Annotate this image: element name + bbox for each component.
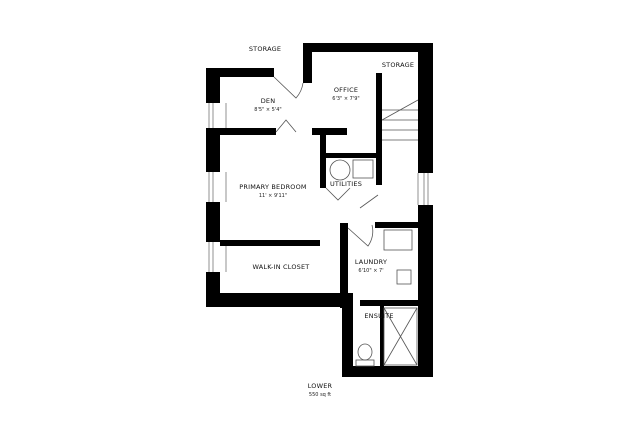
room-dims-den: 8'5" × 5'4": [254, 107, 282, 113]
fixtures: [273, 76, 419, 367]
door-swing-icon: [359, 194, 379, 209]
room-label-storage-outside: STORAGE: [248, 45, 282, 53]
door-swing-icon: [275, 119, 297, 133]
door-swing-icon: [347, 224, 374, 247]
stairs-icon: [381, 99, 419, 141]
room-dims-office: 6'3" × 7'9": [332, 96, 360, 102]
washer-icon: [383, 229, 413, 251]
door-swing-icon: [273, 76, 304, 99]
interior-walls: [206, 73, 418, 366]
floor-area: 550 sq ft: [308, 392, 332, 398]
floor-name: LOWER: [307, 382, 333, 390]
room-label-storage-right: STORAGE: [381, 61, 415, 69]
room-label-laundry: LAUNDRY: [354, 258, 388, 266]
water-heater-icon: [329, 159, 351, 181]
door-swing-icon: [325, 187, 351, 201]
sink-icon: [396, 269, 412, 285]
shower-icon: [383, 307, 418, 366]
room-label-office: OFFICE: [333, 86, 359, 94]
room-dims-laundry: 6'10" × 7': [358, 268, 384, 274]
room-dims-primary-bedroom: 11' × 9'11": [258, 193, 288, 199]
toilet-icon: [357, 343, 373, 361]
room-label-walk-in-closet: WALK-IN CLOSET: [252, 263, 310, 271]
room-label-ensuite: ENSUITE: [364, 312, 394, 320]
room-label-den: DEN: [260, 97, 276, 105]
room-label-utilities: UTILITIES: [329, 180, 363, 188]
windows: [208, 103, 429, 272]
room-label-primary-bedroom: PRIMARY BEDROOM: [239, 183, 307, 191]
furnace-icon: [352, 159, 374, 179]
exterior-walls: [206, 43, 433, 377]
